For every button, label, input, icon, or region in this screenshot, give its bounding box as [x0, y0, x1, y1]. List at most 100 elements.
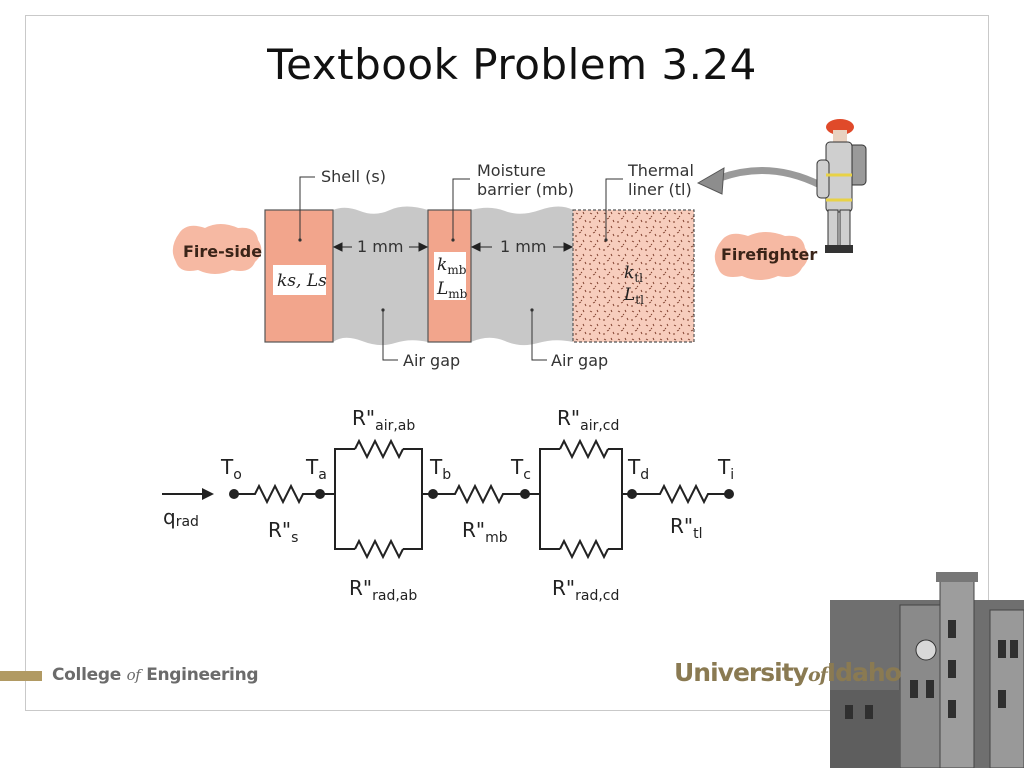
r-rad-ab-symbol: R": [349, 576, 372, 600]
svg-text:Ta: Ta: [305, 455, 327, 483]
gap-1-label: 1 mm: [357, 237, 403, 256]
engineering-word: Engineering: [146, 665, 259, 685]
ktl-symbol: k: [624, 263, 634, 283]
r-air-ab-subscript: air,ab: [375, 418, 415, 434]
firefighter-cloud: [714, 232, 808, 280]
svg-text:Ti: Ti: [717, 455, 734, 483]
resistor-r-rad-cd: [559, 538, 609, 560]
ta-symbol: T: [305, 455, 319, 479]
r-rad-cd-subscript: rad,cd: [575, 588, 619, 604]
svg-text:To: To: [220, 455, 242, 483]
svg-text:kmb: kmb: [437, 255, 467, 277]
slide-frame: [25, 15, 989, 711]
air-gap-2-label: Air gap: [551, 351, 608, 370]
gap-2-label: 1 mm: [500, 237, 546, 256]
svg-text:Tc: Tc: [510, 455, 531, 483]
r-air-cd-subscript: air,cd: [580, 418, 619, 434]
q-rad-symbol: q: [163, 505, 176, 529]
to-symbol: T: [220, 455, 234, 479]
rtl-symbol: R": [670, 514, 693, 538]
svg-text:R"air,cd: R"air,cd: [557, 406, 619, 434]
air-gap-1-label: Air gap: [403, 351, 460, 370]
kmb-subscript: mb: [447, 263, 466, 277]
rs-symbol: R": [268, 518, 291, 542]
thermal-label-line1: Thermal: [627, 161, 694, 180]
mb-property-box: [434, 252, 466, 300]
to-subscript: o: [233, 467, 242, 483]
tb-symbol: T: [429, 455, 443, 479]
fire-side-cloud: [172, 224, 262, 274]
td-symbol: T: [627, 455, 641, 479]
r-air-ab-symbol: R": [352, 406, 375, 430]
thermal-liner-layer: [572, 209, 695, 343]
air-gap-1-layer: [333, 206, 428, 346]
lmb-symbol: L: [436, 279, 448, 299]
td-subscript: d: [640, 467, 649, 483]
svg-text:R"s: R"s: [268, 518, 298, 546]
r-rad-ab-subscript: rad,ab: [372, 588, 417, 604]
air-gap-2-layer: [471, 206, 573, 346]
footer-accent-bar: [0, 671, 42, 681]
ta-subscript: a: [318, 467, 327, 483]
thermal-label-line2: liner (tl): [628, 180, 692, 199]
tc-symbol: T: [510, 455, 524, 479]
resistor-rtl: [632, 483, 729, 505]
shell-property-box: [273, 265, 326, 295]
resistor-r-air-ab: [354, 438, 404, 460]
ltl-symbol: L: [623, 285, 635, 305]
univ-of-word: of: [807, 664, 828, 686]
svg-text:R"tl: R"tl: [670, 514, 703, 542]
rtl-subscript: tl: [693, 526, 702, 542]
svg-text:R"mb: R"mb: [462, 518, 508, 546]
firefighter-label: Firefighter: [721, 245, 817, 264]
svg-text:R"rad,cd: R"rad,cd: [552, 576, 619, 604]
svg-text:qrad: qrad: [163, 505, 199, 530]
resistor-rmb: [433, 483, 525, 505]
svg-text:R"air,ab: R"air,ab: [352, 406, 415, 434]
kmb-symbol: k: [437, 255, 447, 275]
ltl-subscript: tl: [635, 293, 644, 307]
tc-subscript: c: [523, 467, 531, 483]
svg-text:Lmb: Lmb: [436, 279, 468, 301]
node-tb: [428, 489, 438, 499]
ti-symbol: T: [717, 455, 731, 479]
slide-title: Textbook Problem 3.24: [267, 40, 757, 89]
rmb-subscript: mb: [485, 530, 508, 546]
q-rad-subscript: rad: [176, 514, 199, 530]
moisture-label-line1: Moisture: [477, 161, 546, 180]
shell-label: Shell (s): [321, 167, 386, 186]
r-air-cd-symbol: R": [557, 406, 580, 430]
firefighter-figure: [816, 119, 867, 253]
svg-text:R"rad,ab: R"rad,ab: [349, 576, 417, 604]
svg-text:ktl: ktl: [624, 263, 643, 285]
node-ta: [315, 489, 325, 499]
leader-lines: [299, 176, 623, 361]
shell-ks-ls: ks, Ls: [277, 271, 327, 291]
university-word: University: [674, 658, 809, 687]
lmb-subscript: mb: [448, 287, 467, 301]
resistor-rs: [234, 483, 320, 505]
resistor-r-air-cd: [559, 438, 609, 460]
node-td: [627, 489, 637, 499]
idaho-word: Idaho: [826, 658, 902, 687]
ktl-subscript: tl: [634, 271, 643, 285]
ti-subscript: i: [730, 467, 734, 483]
svg-text:Ltl: Ltl: [623, 285, 644, 307]
svg-text:Tb: Tb: [429, 455, 451, 483]
layer-diagram: [172, 167, 822, 361]
r-rad-cd-symbol: R": [552, 576, 575, 600]
rs-subscript: s: [291, 530, 298, 546]
node-to: [229, 489, 239, 499]
fire-side-label: Fire-side: [183, 242, 262, 261]
campus-building-image: [830, 572, 1024, 768]
college-of-engineering-logo: College of Engineering: [52, 665, 259, 685]
node-ti: [724, 489, 734, 499]
university-of-idaho-logo: UniversityofIdaho: [674, 658, 902, 687]
gap-2-dimension: [470, 242, 574, 252]
gap-1-dimension: [332, 242, 429, 252]
node-tc: [520, 489, 530, 499]
college-of-word: of: [126, 666, 141, 684]
moisture-label-line2: barrier (mb): [477, 180, 574, 199]
tb-subscript: b: [442, 467, 451, 483]
